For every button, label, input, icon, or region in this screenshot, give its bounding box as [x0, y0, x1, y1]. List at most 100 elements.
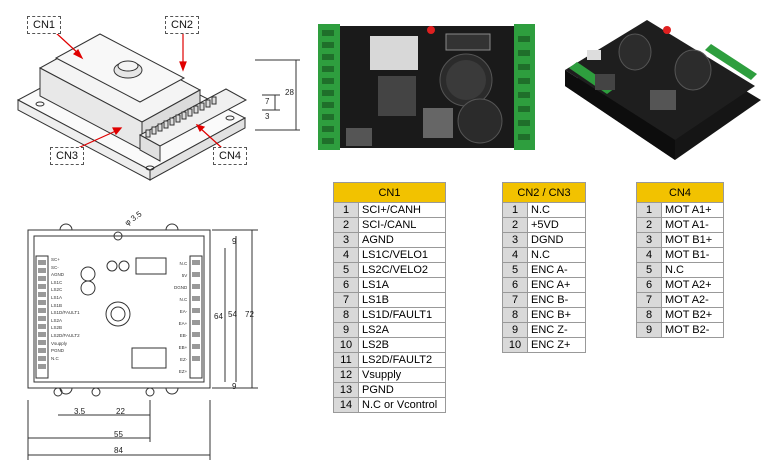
- pin-number: 7: [333, 292, 359, 308]
- board-label: LS2C: [51, 287, 63, 293]
- pin-label: LS1D/FAULT1: [358, 307, 446, 323]
- pin-label: DGND: [527, 232, 586, 248]
- pin-number: 4: [636, 247, 662, 263]
- board-label: EZ-: [180, 357, 188, 362]
- dim-7: 7: [265, 97, 270, 106]
- pin-label: ENC A+: [527, 277, 586, 293]
- pin-number: 13: [333, 382, 359, 398]
- board-label: EZ+: [178, 369, 188, 374]
- board-label: SC-: [51, 264, 59, 270]
- pin-label: LS2B: [358, 337, 446, 353]
- pin-number: 9: [636, 322, 662, 338]
- pin-label: N.C: [661, 262, 724, 278]
- cn4-callout: CN4: [213, 147, 248, 165]
- board-label: EA-: [179, 309, 188, 314]
- pin-number: 8: [502, 307, 528, 323]
- board-label: LS1C: [51, 279, 63, 285]
- board-label: SC+: [51, 257, 60, 262]
- pin-label: LS2A: [358, 322, 446, 338]
- pin-label: MOT B2-: [661, 322, 724, 338]
- pin-number: 5: [333, 262, 359, 278]
- dimension-drawing: [27, 223, 258, 460]
- pin-number: 9: [333, 322, 359, 338]
- pin-number: 4: [502, 247, 528, 263]
- pin-number: 2: [502, 217, 528, 233]
- board-label: N.C: [51, 355, 59, 361]
- pin-number: 3: [636, 232, 662, 248]
- pin-label: MOT B2+: [661, 307, 724, 323]
- pin-label: PGND: [358, 382, 446, 398]
- dim-54: 54: [228, 310, 237, 319]
- board-label: N.C: [179, 261, 188, 266]
- board-label: LS2A: [51, 317, 63, 323]
- dim-9-top: 9: [232, 237, 237, 246]
- board-top-photo: [318, 16, 535, 156]
- dim-55: 55: [114, 430, 123, 439]
- pin-label: SCI+/CANH: [358, 202, 446, 218]
- dim-9-bottom: 9: [232, 382, 237, 391]
- pin-number: 1: [502, 202, 528, 218]
- pin-number: 8: [636, 307, 662, 323]
- pin-number: 5: [636, 262, 662, 278]
- pin-number: 14: [333, 397, 359, 413]
- pin-label: LS1B: [358, 292, 446, 308]
- pin-label: N.C: [527, 247, 586, 263]
- board-label: N.C: [179, 297, 188, 302]
- cn3-callout: CN3: [50, 147, 85, 165]
- pin-number: 8: [333, 307, 359, 323]
- pin-number: 2: [333, 217, 359, 233]
- board-label: EB+: [178, 345, 188, 350]
- cn2-cn3-header: CN2 / CN3: [502, 182, 586, 203]
- board-label: EA+: [178, 321, 188, 326]
- board-label: EB-: [179, 333, 188, 338]
- pin-number: 7: [636, 292, 662, 308]
- dim-72: 72: [245, 310, 254, 319]
- pin-label: MOT B1-: [661, 247, 724, 263]
- pin-number: 11: [333, 352, 359, 368]
- board-label: LS2D/FAULT2: [51, 332, 80, 338]
- dim-3: 3: [265, 112, 270, 121]
- pin-number: 5: [502, 262, 528, 278]
- pin-label: Vsupply: [358, 367, 446, 383]
- dim-3-5: 3.5: [74, 407, 86, 416]
- pin-label: +5VD: [527, 217, 586, 233]
- pin-label: ENC Z+: [527, 337, 586, 353]
- pin-label: MOT A1+: [661, 202, 724, 218]
- cn1-callout: CN1: [27, 16, 62, 34]
- pin-number: 1: [333, 202, 359, 218]
- pin-number: 6: [502, 277, 528, 293]
- pin-label: LS2C/VELO2: [358, 262, 446, 278]
- board-label: Vsupply: [51, 340, 68, 346]
- board-perspective-photo: [555, 10, 767, 160]
- board-left-labels: SC+ SC- AGND LS1C LS2C LS1A LS1B LS1D/FA…: [51, 256, 80, 362]
- board-label: AGND: [51, 272, 65, 278]
- board-right-labels: N.C 5V DGND N.C EA- EA+ EB- EB+ EZ- EZ+: [174, 258, 187, 378]
- pin-label: MOT A2+: [661, 277, 724, 293]
